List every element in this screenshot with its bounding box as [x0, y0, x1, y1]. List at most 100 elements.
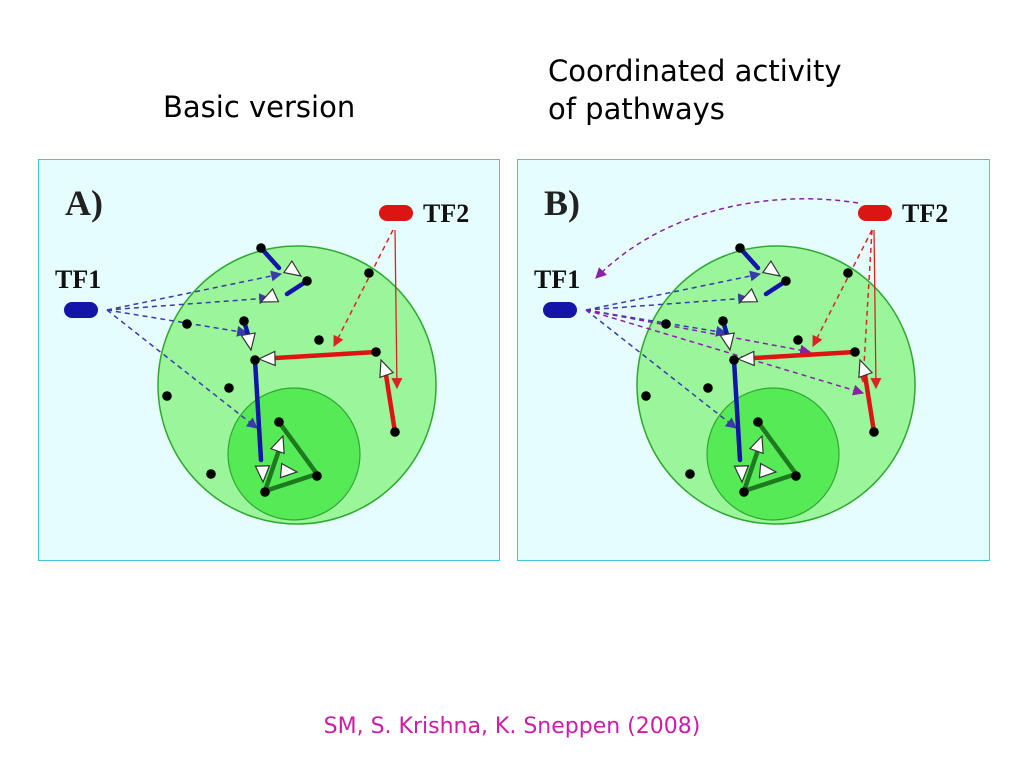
- network-node: [302, 276, 312, 286]
- network-node: [256, 243, 266, 253]
- network-node: [162, 391, 172, 401]
- pathway-arrowhead: [257, 350, 276, 367]
- network-node: [735, 243, 745, 253]
- pathway-arrowhead-shape: [282, 259, 303, 277]
- pathway-arrowhead-shape: [279, 462, 299, 479]
- tf2-label: TF2: [902, 199, 948, 228]
- pathway-arrowhead: [736, 350, 755, 367]
- network-node: [641, 391, 651, 401]
- panel-label: A): [65, 183, 103, 223]
- coordination-dashed-edge: [585, 309, 812, 356]
- network-node: [239, 316, 249, 326]
- panel-b-svg: B) TF1 TF2: [518, 160, 989, 560]
- network-node: [250, 355, 260, 365]
- pathway-arrowhead: [748, 434, 764, 455]
- tf1-marker: [64, 302, 98, 318]
- tf2-label: TF2: [423, 199, 469, 228]
- network-node: [781, 276, 791, 286]
- pathway-arrowhead: [719, 332, 735, 352]
- tf1-dashed-edge: [585, 309, 728, 337]
- network-node: [314, 335, 324, 345]
- tf1-dashed-edge: [106, 309, 249, 337]
- tf1-label: TF1: [534, 265, 580, 294]
- network-node: [260, 487, 270, 497]
- module-pathway-segment: [741, 419, 799, 494]
- tf1-dashed-edge: [585, 293, 750, 311]
- tf1-dashed-edge: [106, 309, 258, 429]
- pathway-arrowhead-shape: [858, 358, 874, 379]
- pathway-arrowhead-shape: [733, 465, 750, 484]
- panel-label: B): [544, 183, 580, 223]
- pathway-arrowhead-shape: [259, 287, 280, 303]
- panel-b-diagram: B) TF1 TF2: [517, 159, 990, 561]
- pathway-arrowhead: [738, 287, 759, 303]
- network-node: [371, 347, 381, 357]
- tf2-dashed-edge: [812, 229, 873, 347]
- tf2-marker: [858, 205, 892, 221]
- pathway-arrowhead-shape: [379, 358, 395, 379]
- pathway-arrowhead-shape: [257, 350, 276, 367]
- network-node: [843, 268, 853, 278]
- network-node: [661, 319, 671, 329]
- module-pathway-segment: [262, 419, 320, 494]
- tf2-pathway-segment: [862, 372, 877, 435]
- network-node: [703, 383, 713, 393]
- pathway-arrowhead-shape: [240, 332, 256, 352]
- heading-basic-version: Basic version: [163, 90, 356, 124]
- network-node: [850, 347, 860, 357]
- network-node: [869, 427, 879, 437]
- tf2-pathway-segment: [272, 349, 379, 361]
- network-node: [753, 417, 763, 427]
- tf1-dashed-edge: [106, 293, 271, 311]
- pathway-arrowhead-shape: [748, 434, 764, 455]
- network-node: [312, 471, 322, 481]
- tf2-solid-edge: [391, 229, 403, 390]
- tf1-dashed-edge: [585, 309, 737, 429]
- pathway-arrowhead: [733, 465, 750, 484]
- pathway-arrowhead: [379, 358, 395, 379]
- pathway-arrowhead-shape: [738, 287, 759, 303]
- network-node: [729, 355, 739, 365]
- tf1-dashed-edge: [585, 270, 762, 311]
- heading-coordinated-line1: Coordinated activity: [548, 54, 842, 88]
- pathway-arrowhead: [761, 259, 782, 277]
- pathway-arrowhead: [282, 259, 303, 277]
- tf1-dashed-edge: [106, 270, 283, 311]
- network-node: [274, 417, 284, 427]
- pathway-arrowhead-shape: [269, 434, 285, 455]
- tf1-marker: [543, 302, 577, 318]
- pathway-arrowhead-shape: [758, 462, 778, 479]
- pathway-arrowhead-shape: [761, 259, 782, 277]
- tf2-dashed-edge: [333, 229, 394, 347]
- coordination-dashed-edge: [585, 309, 865, 396]
- pathway-arrowhead-shape: [254, 465, 271, 484]
- network-node: [685, 469, 695, 479]
- tf1-label: TF1: [55, 265, 101, 294]
- inner-module-circle: [227, 387, 361, 521]
- tf2-solid-edge: [870, 229, 882, 390]
- pathway-arrowhead: [279, 462, 299, 479]
- tf2-pathway-segment: [751, 349, 858, 361]
- pathway-arrowhead: [240, 332, 256, 352]
- network-node: [364, 268, 374, 278]
- inner-module-circle: [706, 387, 840, 521]
- citation: SM, S. Krishna, K. Sneppen (2008): [323, 714, 701, 739]
- network-node: [718, 316, 728, 326]
- heading-coordinated-activity: Coordinated activity of pathways: [548, 52, 842, 128]
- network-node: [793, 335, 803, 345]
- network-node: [206, 469, 216, 479]
- pathway-arrowhead: [259, 287, 280, 303]
- tf2-dashed-edge: [858, 229, 873, 384]
- tf2-pathway-segment: [383, 372, 398, 435]
- tf2-marker: [379, 205, 413, 221]
- tf1-pathway-segment: [731, 357, 743, 463]
- network-node: [791, 471, 801, 481]
- panel-a-svg: A) TF1 TF2: [39, 160, 499, 560]
- pathway-arrowhead-shape: [719, 332, 735, 352]
- network-node: [390, 427, 400, 437]
- pathway-arrowhead: [254, 465, 271, 484]
- tf1-pathway-segment: [252, 357, 264, 463]
- heading-coordinated-line2: of pathways: [548, 92, 725, 126]
- coordination-curve: [595, 198, 859, 279]
- network-node: [224, 383, 234, 393]
